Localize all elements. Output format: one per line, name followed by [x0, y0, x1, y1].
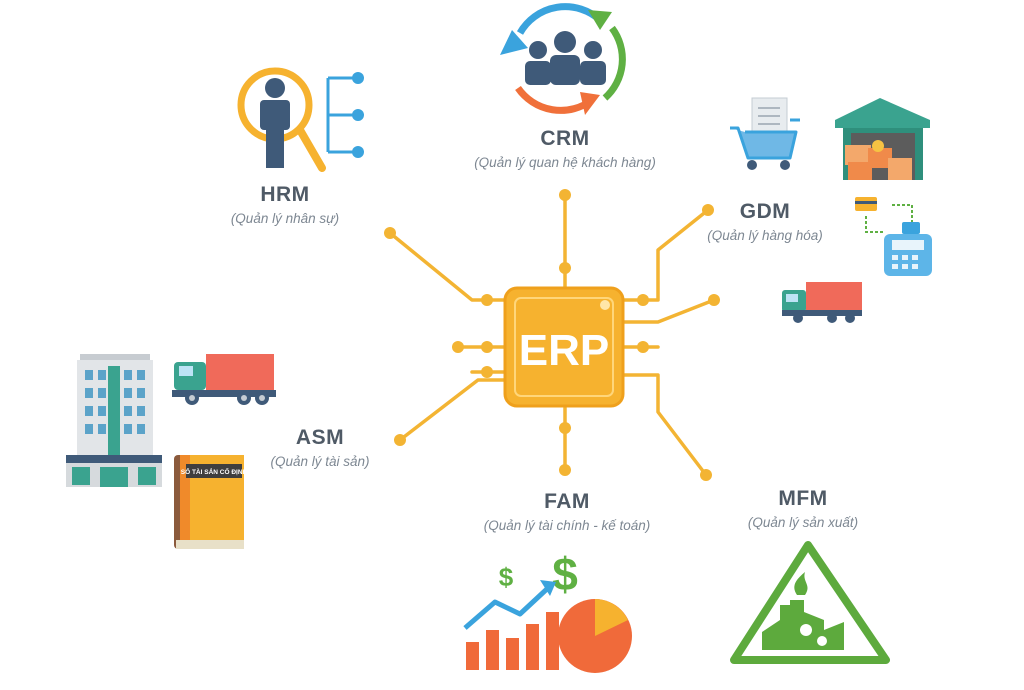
- office-building-icon: [66, 354, 162, 487]
- delivery-truck-icon: [782, 282, 862, 323]
- mfm-label: MFM (Quản lý sản xuất): [738, 487, 868, 530]
- erp-chip: ERP: [503, 286, 625, 408]
- circuit-traces: [388, 193, 716, 477]
- book-title: SỔ TÀI SẢN CỐ ĐỊNH: [181, 466, 248, 476]
- crm-people-icon: [500, 3, 626, 115]
- dollar-sign-small: $: [499, 562, 514, 592]
- crm-subtitle: (Quản lý quan hệ khách hàng): [474, 155, 656, 170]
- gdm-label: GDM (Quản lý hàng hóa): [700, 200, 830, 243]
- mfm-title: MFM: [778, 487, 828, 510]
- asset-ledger-book-icon: SỔ TÀI SẢN CỐ ĐỊNH: [174, 455, 248, 549]
- crm-label: CRM (Quản lý quan hệ khách hàng): [465, 127, 665, 170]
- hrm-subtitle: (Quản lý nhân sự): [230, 211, 340, 226]
- hrm-search-person-icon: [237, 67, 364, 172]
- asm-title: ASM: [295, 426, 345, 449]
- factory-icon: [730, 541, 890, 664]
- finance-chart-icon: $ $: [463, 548, 632, 673]
- asm-label: ASM (Quản lý tài sản): [258, 426, 382, 469]
- fam-title: FAM: [544, 490, 590, 513]
- crm-title: CRM: [540, 127, 590, 150]
- gdm-subtitle: (Quản lý hàng hóa): [707, 228, 823, 243]
- fam-subtitle: (Quản lý tài chính - kế toán): [483, 518, 651, 533]
- shopping-cart-icon: [730, 97, 800, 170]
- warehouse-icon: [835, 98, 930, 180]
- payment-terminal-icon: [855, 197, 932, 276]
- asset-truck-icon: [172, 354, 276, 405]
- circuit-nodes: [384, 189, 720, 481]
- asm-subtitle: (Quản lý tài sản): [270, 454, 370, 469]
- fam-label: FAM (Quản lý tài chính - kế toán): [462, 490, 672, 533]
- mfm-subtitle: (Quản lý sản xuất): [747, 515, 859, 530]
- dollar-sign-large: $: [552, 548, 578, 600]
- erp-label: ERP: [519, 326, 609, 375]
- hrm-label: HRM (Quản lý nhân sự): [215, 183, 355, 226]
- gdm-title: GDM: [739, 200, 791, 223]
- hrm-title: HRM: [260, 183, 310, 206]
